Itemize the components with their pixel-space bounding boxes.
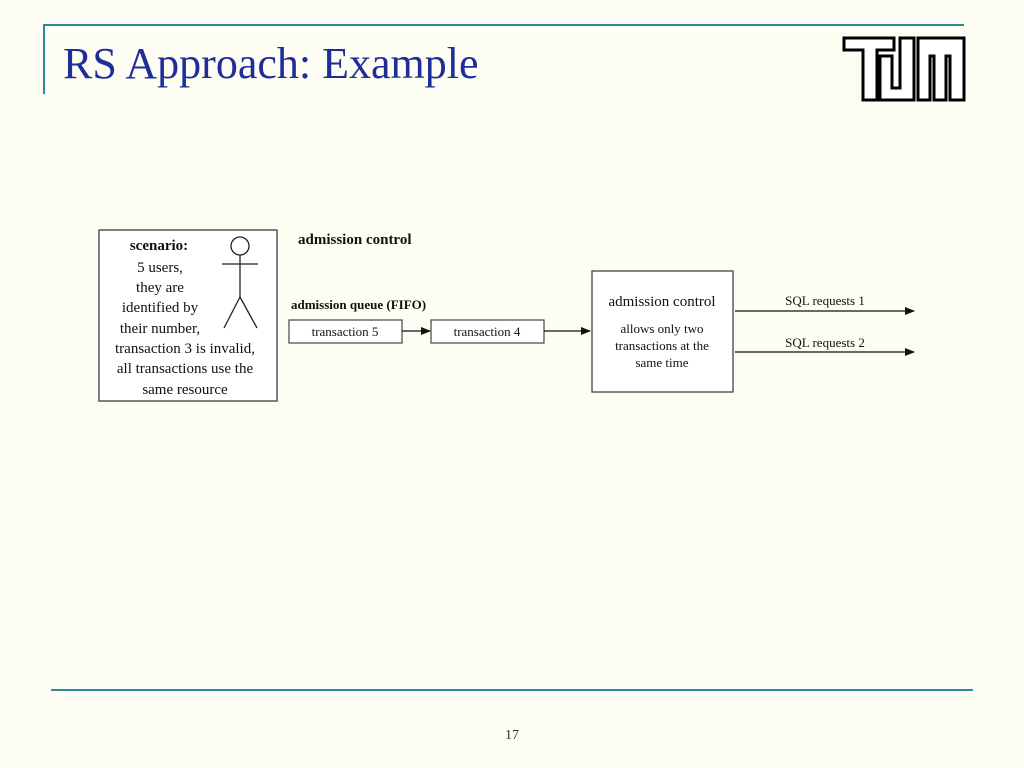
left-rule: [43, 24, 45, 94]
scenario-line: 5 users,: [137, 260, 183, 276]
page-number: 17: [505, 728, 519, 743]
scenario-heading: scenario:: [130, 238, 188, 254]
control-box-title: admission control: [608, 294, 715, 310]
queue-item-label: transaction 4: [454, 324, 521, 339]
scenario-line: transaction 3 is invalid,: [115, 341, 255, 357]
bottom-rule: [51, 689, 973, 691]
scenario-box: [98, 229, 278, 402]
scenario-line: identified by: [122, 300, 199, 316]
control-box-line: transactions at the: [615, 338, 709, 353]
scenario-line: same resource: [142, 382, 228, 398]
admission-control-box: [591, 270, 734, 393]
control-box-line: allows only two: [620, 321, 703, 336]
control-box-line: same time: [635, 355, 688, 370]
slide-title: RS Approach: Example: [63, 39, 479, 88]
scenario-line: their number,: [120, 321, 200, 337]
output-label: SQL requests 1: [785, 293, 865, 308]
scenario-line: they are: [136, 280, 184, 296]
admission-control-label: admission control: [298, 232, 412, 248]
queue-item-label: transaction 5: [312, 324, 379, 339]
scenario-line: all transactions use the: [117, 361, 254, 377]
top-rule: [43, 24, 964, 26]
tum-logo-icon: [842, 36, 966, 102]
output-label: SQL requests 2: [785, 335, 865, 350]
admission-queue-label: admission queue (FIFO): [291, 297, 426, 312]
user-figure-icon: [222, 236, 258, 329]
